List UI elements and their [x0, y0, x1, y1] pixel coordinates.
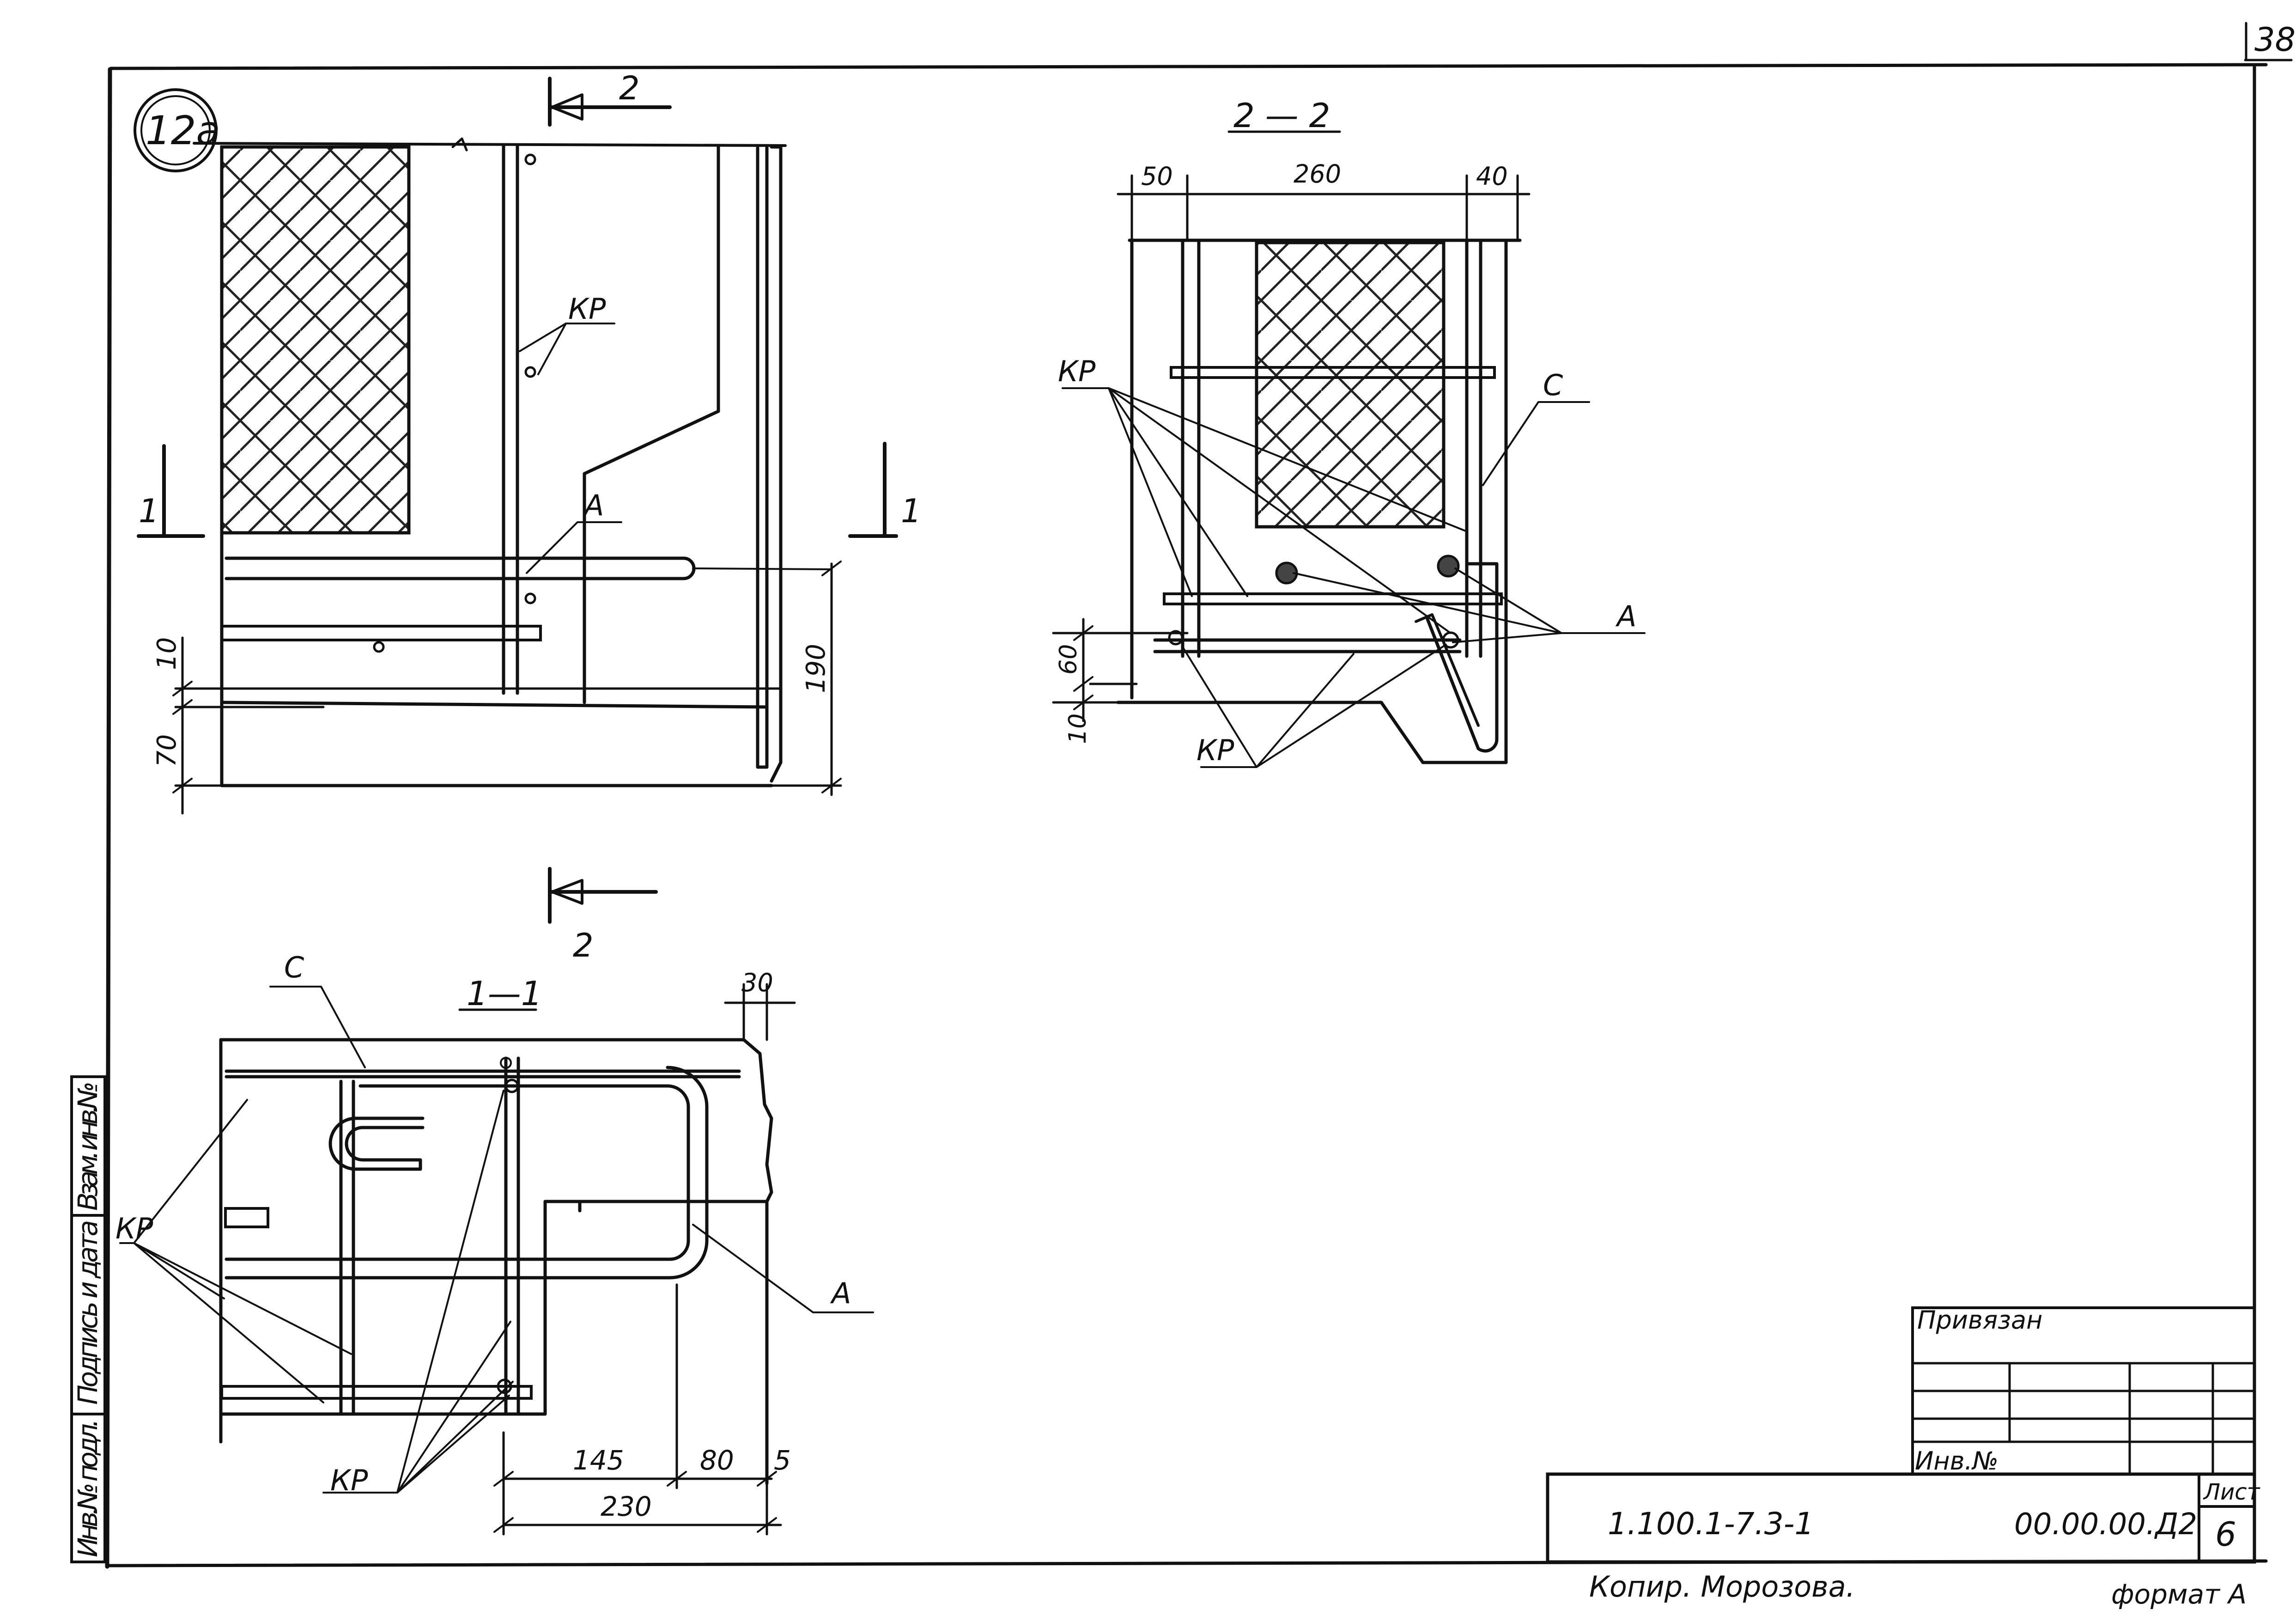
page-number: 38 [2254, 21, 2296, 59]
label-kr-left-1-1: КР [115, 1212, 153, 1245]
dim-70-main: 70 [152, 734, 182, 767]
label-a-1-1: А [830, 1276, 851, 1310]
section-2-2-view: 2 — 2 50 260 40 КР КР [1052, 96, 1646, 768]
node-label: 12а [146, 108, 220, 154]
title-block-sheet-label: Лист [2203, 1479, 2261, 1505]
cut-2-top-label: 2 [619, 69, 640, 107]
format-label: формат А [2111, 1579, 2247, 1610]
label-kr-main: КР [568, 292, 606, 326]
dim-145-1-1: 145 [573, 1445, 624, 1476]
dim-5-1-1: 5 [774, 1445, 791, 1476]
side-stamp: Взам. инв.№ Подпись и дата Инв.№ подл. [70, 1075, 106, 1563]
title-block-doc-code: 00.00.00.Д2 [2014, 1507, 2197, 1542]
node-circle [134, 88, 218, 172]
main-view: 12а КР А 10 70 [134, 69, 922, 964]
copyist-note: Копир. Морозова. [1589, 1570, 1855, 1604]
side-stamp-cell-3: Взам. инв.№ [72, 1081, 103, 1211]
label-kr-top-2-2: КР [1058, 354, 1096, 388]
section-2-2-title: 2 — 2 [1233, 96, 1330, 135]
dim-10-main: 10 [152, 637, 182, 670]
label-a-2-2: А [1615, 599, 1636, 633]
title-block-privyazan: Привязан [1917, 1305, 2042, 1335]
label-c-2-2: С [1543, 368, 1563, 402]
dim-10-2-2: 10 [1064, 713, 1092, 744]
insulation-block-main [220, 145, 411, 535]
cut-1-left-label: 1 [139, 492, 159, 530]
dim-230-1-1: 230 [601, 1491, 652, 1522]
title-block-inv-no: Инв.№ [1915, 1446, 1998, 1476]
side-stamp-cell-1: Инв.№ подл. [72, 1419, 103, 1557]
label-a-main: А [583, 488, 604, 522]
side-stamp-cell-2: Подпись и дата [72, 1220, 103, 1405]
label-c-1-1: С [284, 951, 304, 984]
dim-80-1-1: 80 [700, 1445, 734, 1476]
label-kr-bottom-1-1: КР [330, 1463, 368, 1497]
dim-30-1-1: 30 [741, 968, 773, 997]
label-kr-bottom-2-2: КР [1197, 733, 1234, 767]
title-block-sheet-value: 6 [2215, 1515, 2236, 1554]
dim-190-main: 190 [801, 644, 831, 693]
cut-2-bottom-label: 2 [573, 927, 594, 964]
insulation-block-2-2 [1255, 241, 1446, 529]
dim-50-2-2: 50 [1141, 162, 1173, 191]
section-1-1-view: 1—1 30 С КР КР [115, 951, 874, 1536]
title-block: Привязан Инв.№ 1.100.1-7.3-1 00.00.00.Д2… [1546, 1305, 2261, 1564]
dim-60-2-2: 60 [1055, 644, 1082, 675]
dim-260-2-2: 260 [1294, 159, 1341, 189]
cut-1-right-label: 1 [901, 492, 922, 530]
dim-40-2-2: 40 [1476, 162, 1508, 191]
section-1-1-title: 1—1 [467, 974, 542, 1013]
title-block-series: 1.100.1-7.3-1 [1608, 1506, 1814, 1542]
